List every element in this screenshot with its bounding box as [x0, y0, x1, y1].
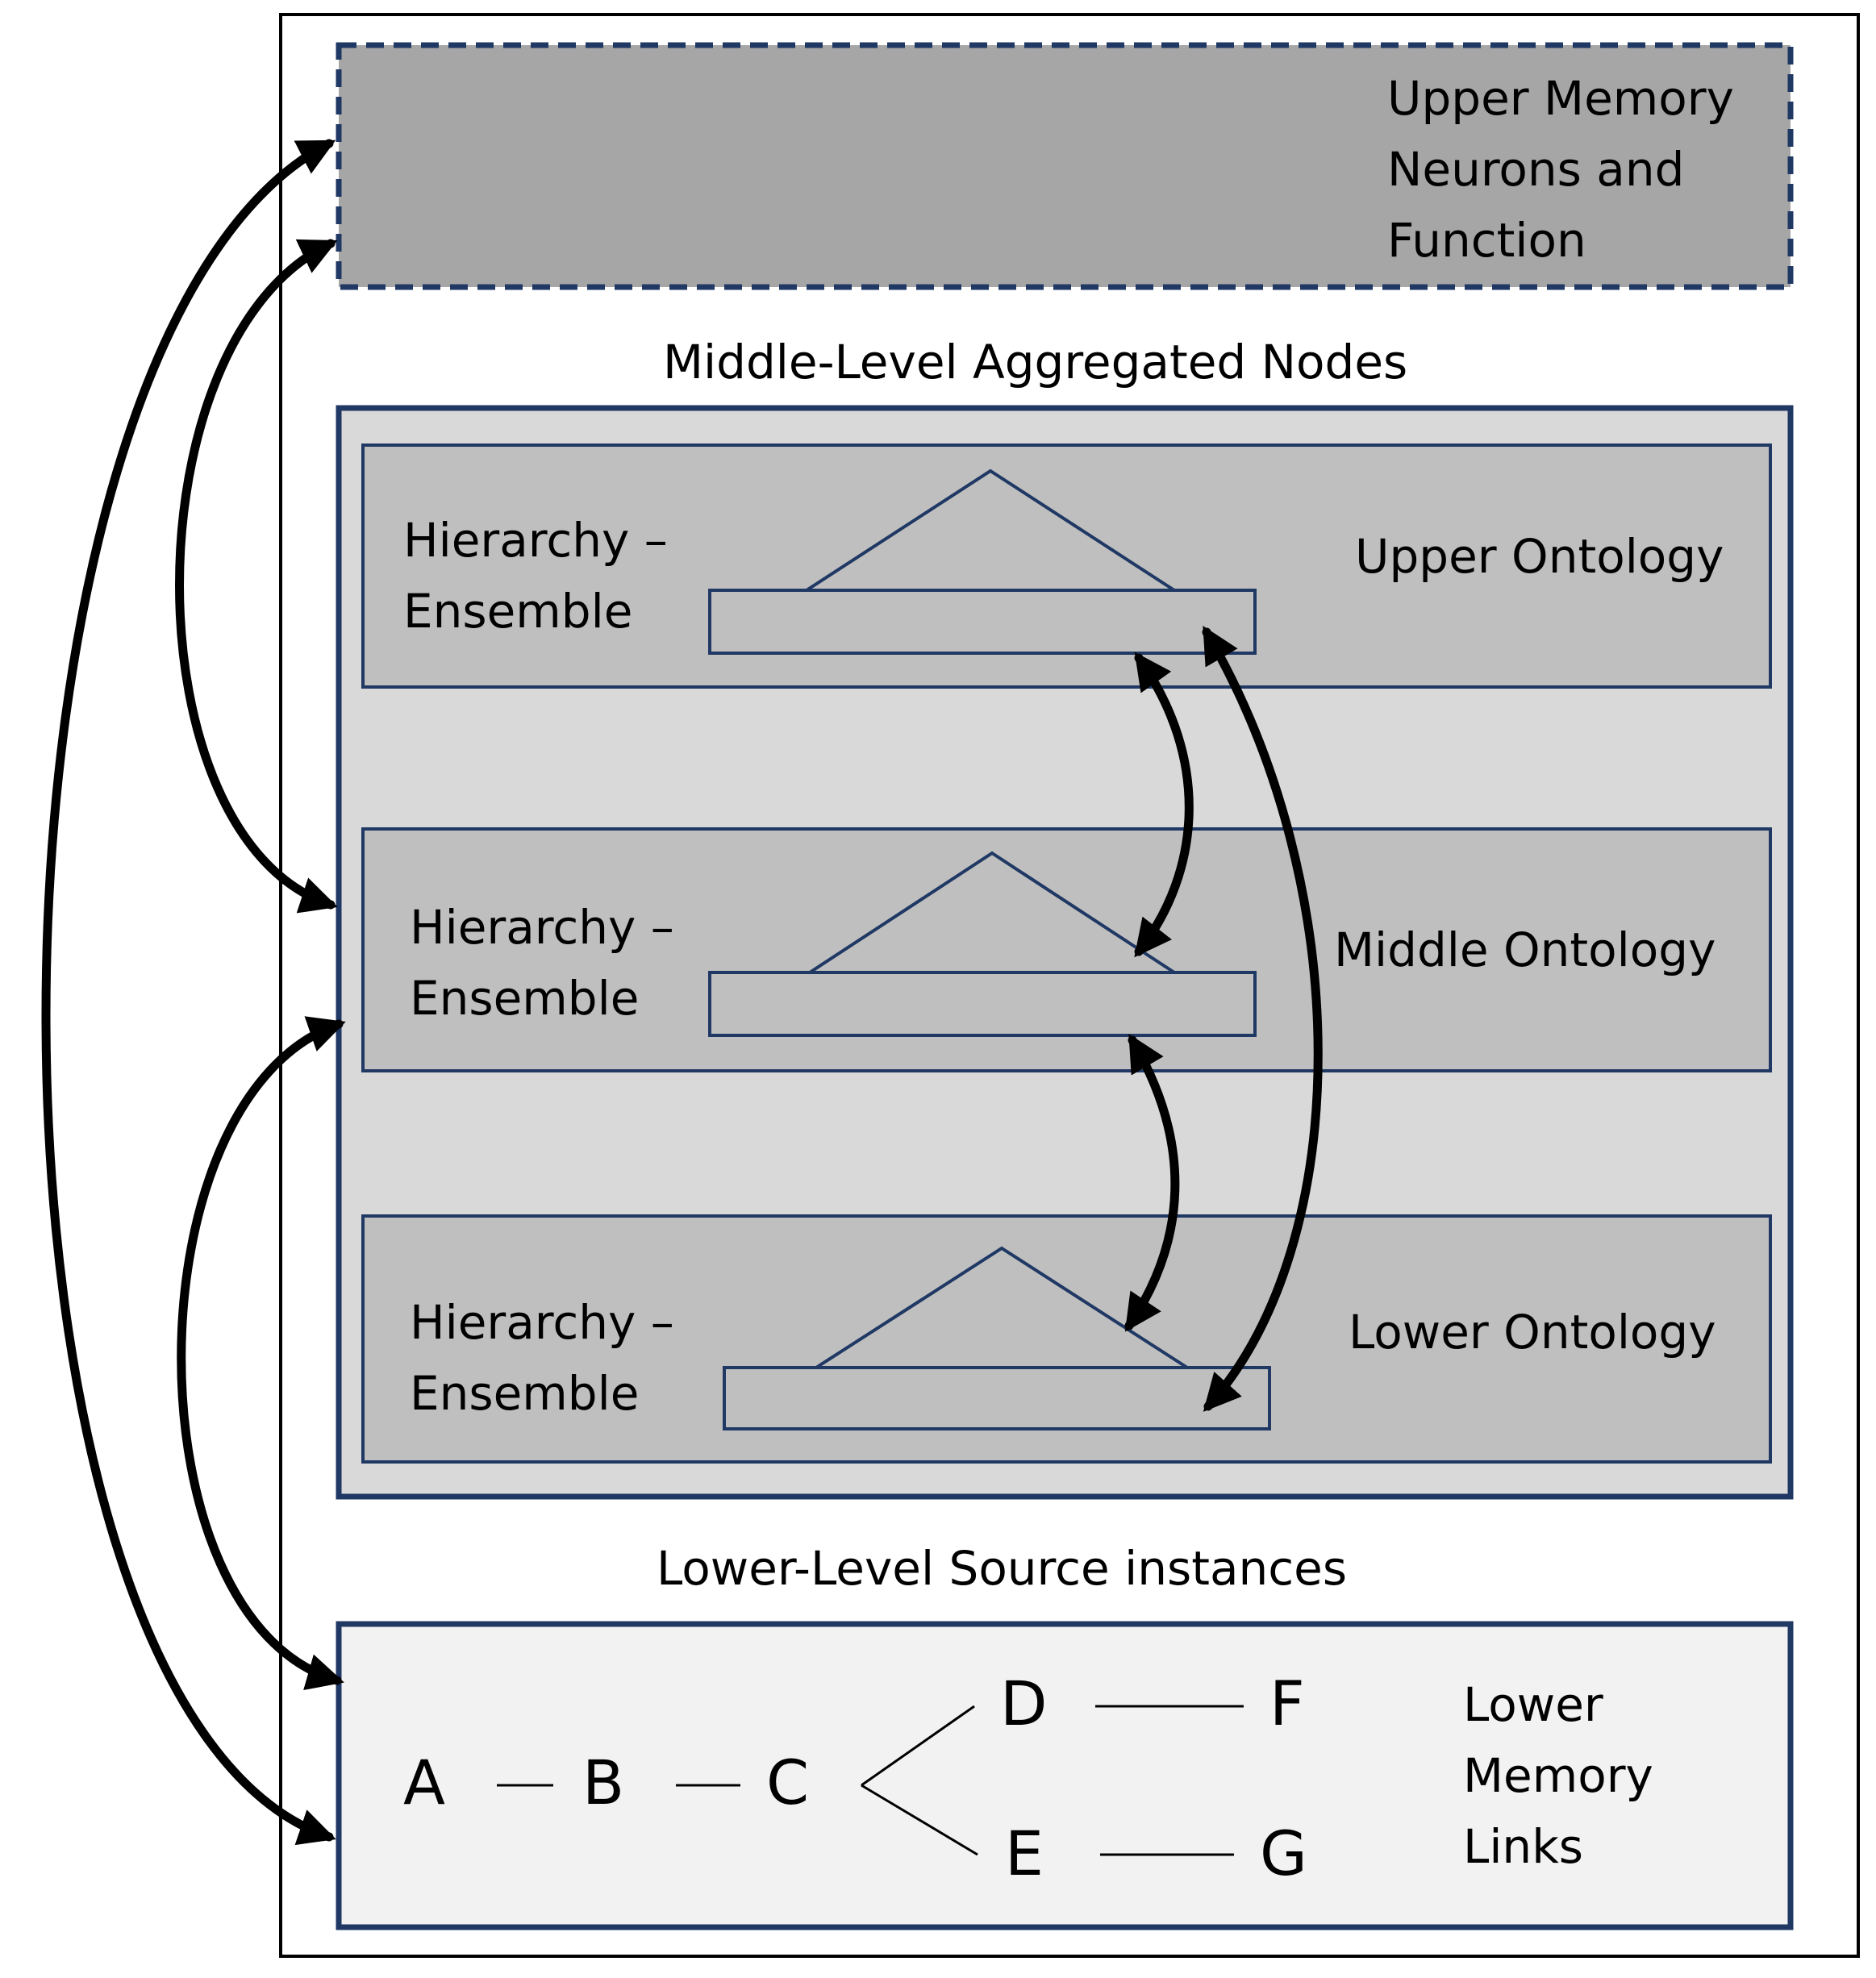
- lower-memory-line-3: Links: [1463, 1819, 1583, 1874]
- lower-hierarchy-line-2: Ensemble: [410, 1366, 640, 1421]
- middle-level-title: Middle-Level Aggregated Nodes: [663, 335, 1408, 389]
- upper-hierarchy-line-1: Hierarchy –: [403, 513, 668, 568]
- upper-ensemble-bar: [708, 589, 1257, 655]
- lower-hierarchy-label: Hierarchy – Ensemble: [410, 1287, 674, 1429]
- lower-memory-box: [336, 1621, 1794, 1930]
- node-g: G: [1260, 1818, 1307, 1889]
- middle-hierarchy-triangle: [808, 851, 1176, 974]
- middle-hierarchy-label: Hierarchy – Ensemble: [410, 892, 674, 1034]
- middle-ontology-label: Middle Ontology: [1334, 922, 1716, 977]
- node-e: E: [1005, 1818, 1044, 1889]
- node-d: D: [1000, 1668, 1048, 1739]
- link-c-d: [861, 1705, 975, 1787]
- middle-hierarchy-line-1: Hierarchy –: [410, 900, 674, 955]
- upper-memory-line-3: Function: [1387, 213, 1586, 268]
- arrow-upper-to-lower-ontology: [1202, 626, 1323, 1412]
- lower-ontology-label: Lower Ontology: [1349, 1305, 1716, 1360]
- arrow-middle-to-lower-memory: [177, 1016, 346, 1690]
- node-c: C: [766, 1747, 810, 1818]
- node-a: A: [403, 1747, 445, 1818]
- upper-hierarchy-label: Hierarchy – Ensemble: [403, 505, 668, 647]
- lower-level-title: Lower-Level Source instances: [657, 1541, 1348, 1596]
- node-f: F: [1269, 1668, 1305, 1739]
- upper-memory-line-1: Upper Memory: [1387, 71, 1734, 126]
- middle-ensemble-bar: [708, 971, 1257, 1037]
- upper-ontology-label: Upper Ontology: [1355, 529, 1724, 584]
- upper-hierarchy-line-2: Ensemble: [403, 584, 633, 639]
- upper-memory-box: [336, 42, 1794, 290]
- arrow-upper-memory-to-middle: [175, 239, 338, 914]
- upper-memory-label: Upper Memory Neurons and Function: [1387, 63, 1734, 276]
- upper-hierarchy-triangle: [805, 468, 1176, 592]
- lower-memory-line-2: Memory: [1463, 1748, 1653, 1803]
- lower-memory-label: Lower Memory Links: [1463, 1669, 1653, 1882]
- link-c-e: [861, 1784, 978, 1856]
- lower-memory-line-1: Lower: [1463, 1677, 1603, 1732]
- middle-hierarchy-line-2: Ensemble: [410, 971, 640, 1026]
- upper-memory-line-2: Neurons and: [1387, 142, 1685, 197]
- arrow-middle-to-lower-ontology: [1124, 1034, 1180, 1332]
- lower-hierarchy-line-1: Hierarchy –: [410, 1295, 674, 1350]
- lower-ensemble-bar: [723, 1366, 1271, 1430]
- arrow-outer-upper-to-lower-memory: [41, 139, 336, 1845]
- node-b: B: [582, 1747, 625, 1818]
- arrow-upper-to-middle-ontology: [1134, 652, 1194, 958]
